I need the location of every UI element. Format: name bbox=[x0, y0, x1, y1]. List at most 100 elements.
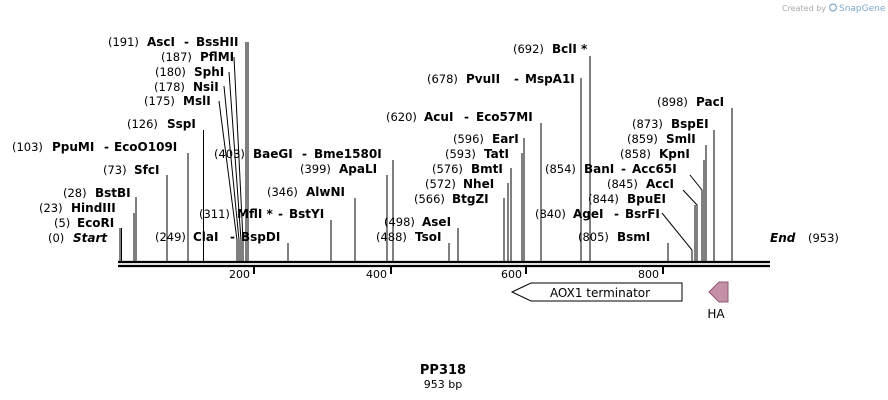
site-pos: (23) bbox=[39, 201, 63, 215]
site-name: PflMI bbox=[200, 50, 234, 64]
site-pos: (249) bbox=[155, 230, 186, 244]
site-labels: (5) EcoRI (23) HindIII (28) BstBI (73) S… bbox=[12, 35, 724, 244]
site-sep: - bbox=[614, 207, 619, 221]
site-name: ClaI bbox=[193, 230, 218, 244]
site-pos: (346) bbox=[267, 185, 298, 199]
site-pos: (805) bbox=[578, 230, 609, 244]
site-name: AccI bbox=[646, 177, 674, 191]
site-name: SphI bbox=[194, 65, 224, 79]
end-label: End (953) bbox=[770, 231, 839, 245]
site-name: TsoI bbox=[415, 230, 441, 244]
site-pos: (28) bbox=[63, 186, 87, 200]
ruler-label-800: 800 bbox=[638, 268, 659, 281]
site-pos: (103) bbox=[12, 140, 43, 154]
site-alt: Acc65I bbox=[632, 162, 677, 176]
site-pos: (596) bbox=[453, 132, 484, 146]
site-alt: MspA1I bbox=[525, 72, 575, 86]
site-sep: - bbox=[278, 207, 283, 221]
site-alt: Bme1580I bbox=[314, 147, 382, 161]
ruler-label-400: 400 bbox=[366, 268, 387, 281]
site-pos: (403) bbox=[214, 147, 245, 161]
site-alt: EcoO109I bbox=[114, 140, 177, 154]
site-pos: (572) bbox=[425, 177, 456, 191]
site-line-acci bbox=[682, 189, 698, 262]
site-pos: (73) bbox=[103, 163, 127, 177]
site-pos: (840) bbox=[535, 207, 566, 221]
site-line-bsrfi bbox=[661, 212, 693, 262]
site-pos: (593) bbox=[445, 147, 476, 161]
site-line-nsii bbox=[223, 85, 240, 262]
site-alt: BspDI bbox=[241, 230, 280, 244]
ruler: 200 400 600 800 bbox=[229, 266, 664, 281]
start-label: (0) Start bbox=[48, 231, 108, 245]
end-pos: (953) bbox=[808, 231, 839, 245]
site-name: NheI bbox=[463, 177, 494, 191]
site-name: BclI * bbox=[552, 42, 588, 56]
site-pos: (576) bbox=[432, 162, 463, 176]
site-pos: (859) bbox=[627, 132, 658, 146]
aox1-terminator-arrow bbox=[510, 282, 683, 302]
site-alt: BstYI bbox=[289, 207, 324, 221]
site-name: PpuMI bbox=[52, 140, 94, 154]
site-name: KpnI bbox=[659, 147, 690, 161]
site-pos: (844) bbox=[588, 192, 619, 206]
snapgene-logo-icon bbox=[828, 3, 837, 12]
site-line-msli bbox=[218, 100, 238, 262]
site-name: PvuII bbox=[466, 72, 500, 86]
ruler-label-200: 200 bbox=[229, 268, 250, 281]
site-sep: - bbox=[104, 140, 109, 154]
site-sep: - bbox=[302, 147, 307, 161]
site-name: BmtI bbox=[471, 162, 503, 176]
site-pos: (187) bbox=[161, 50, 192, 64]
site-pos: (126) bbox=[127, 117, 158, 131]
site-name: BsmI bbox=[617, 230, 650, 244]
site-name: BpuEI bbox=[627, 192, 666, 206]
site-pos: (5) bbox=[54, 216, 70, 230]
site-name: BaeGI bbox=[253, 147, 293, 161]
site-pos: (854) bbox=[545, 162, 576, 176]
ha-arrow bbox=[708, 281, 729, 303]
site-pos: (178) bbox=[154, 80, 185, 94]
site-name: AlwNI bbox=[306, 185, 345, 199]
site-pos: (175) bbox=[144, 94, 175, 108]
site-name: BstBI bbox=[95, 186, 131, 200]
site-sep: - bbox=[621, 162, 626, 176]
site-name: EcoRI bbox=[77, 216, 114, 230]
site-name: BspEI bbox=[671, 117, 709, 131]
end-text: End bbox=[770, 231, 796, 245]
backbone bbox=[118, 260, 770, 268]
site-name: AscI bbox=[147, 35, 175, 49]
site-alt: BssHII bbox=[196, 35, 238, 49]
site-pos: (566) bbox=[414, 192, 445, 206]
sequence-name: PP318 bbox=[420, 363, 466, 378]
site-sep: - bbox=[184, 35, 189, 49]
site-sep: - bbox=[514, 72, 519, 86]
site-pos: (858) bbox=[620, 147, 651, 161]
site-name: AgeI bbox=[573, 207, 603, 221]
site-lines bbox=[119, 42, 733, 262]
site-pos: (488) bbox=[376, 230, 407, 244]
site-line-pflmi bbox=[233, 56, 244, 262]
watermark: Created by SnapGene bbox=[782, 3, 886, 14]
start-pos: (0) bbox=[48, 231, 64, 245]
site-alt: Eco57MI bbox=[476, 110, 533, 124]
site-name: SspI bbox=[167, 117, 196, 131]
site-pos: (311) bbox=[199, 207, 230, 221]
watermark-brand: SnapGene bbox=[839, 4, 886, 14]
aox1-terminator-label: AOX1 terminator bbox=[550, 286, 650, 300]
ha-label: HA bbox=[707, 307, 725, 321]
start-text: Start bbox=[73, 231, 108, 245]
ruler-label-600: 600 bbox=[501, 268, 522, 281]
site-name: BtgZI bbox=[452, 192, 489, 206]
site-sep: - bbox=[464, 110, 469, 124]
site-pos: (180) bbox=[155, 65, 186, 79]
site-alt: BsrFI bbox=[625, 207, 660, 221]
site-pos: (898) bbox=[657, 95, 688, 109]
site-pos: (399) bbox=[300, 162, 331, 176]
site-name: EarI bbox=[492, 132, 519, 146]
site-line-bani bbox=[689, 174, 703, 262]
feature-aox1-terminator: AOX1 terminator bbox=[510, 282, 683, 302]
site-name: SfcI bbox=[134, 163, 159, 177]
site-sep: - bbox=[230, 230, 235, 244]
